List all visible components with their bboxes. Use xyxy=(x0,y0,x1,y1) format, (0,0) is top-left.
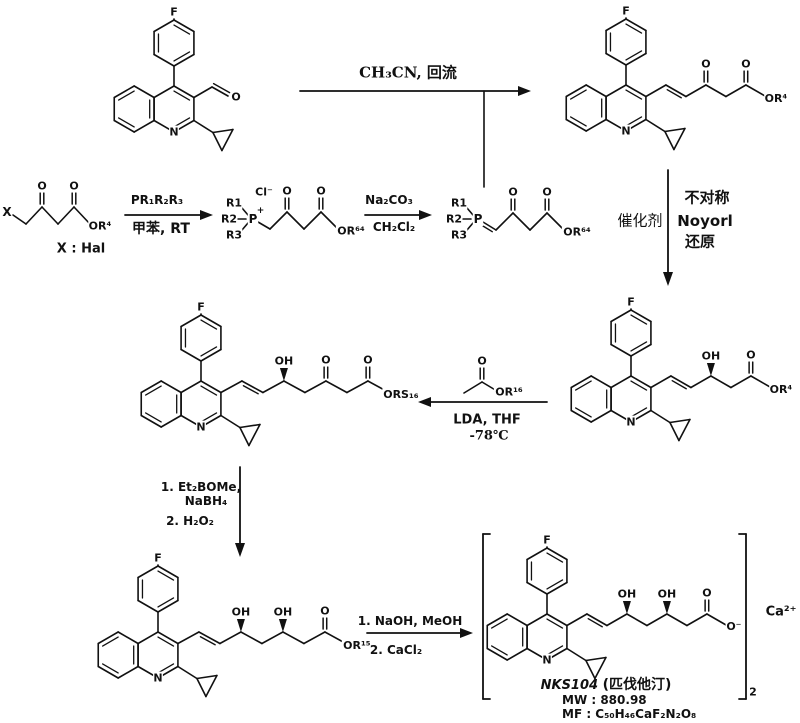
plus-charge-label: + xyxy=(257,206,265,216)
carbonyl-O-label: O xyxy=(701,58,710,71)
ring-N-label: N xyxy=(621,125,630,138)
product-mf: MF : C₅₀H₄₆CaF₂N₂O₈ xyxy=(562,707,697,721)
R1-label: R1 xyxy=(226,197,242,210)
reagent-reduction-line3: 2. H₂O₂ xyxy=(166,514,214,528)
carbonyl-O-label: O xyxy=(508,186,517,199)
carbonyl-O-label: O xyxy=(321,354,330,367)
ester-ORS16-label: ORS₁₆ xyxy=(383,388,419,401)
arrow-aldol-step xyxy=(418,397,548,407)
carbonyl-O-label: O xyxy=(363,354,372,367)
structure-acetate-ester: O OR¹⁶ xyxy=(463,355,525,399)
hydroxyl-label: OH xyxy=(275,355,294,368)
label-catalyst: 催化剂 xyxy=(617,211,663,230)
reagent-step2-above: PR₁R₂R₃ xyxy=(130,193,184,207)
phosphorus-label: P xyxy=(249,212,258,226)
ring-N-label: N xyxy=(169,126,178,139)
arrow-step2 xyxy=(124,210,213,220)
arrow-syn-reduction xyxy=(235,466,245,557)
structure-enone-ester: N F O O OR⁴ xyxy=(565,5,788,151)
carbonyl-O-label: O xyxy=(746,349,755,362)
reagent-aldol-line2: -78℃ xyxy=(469,428,509,444)
reagent-saponify-below: 2. CaCl₂ xyxy=(369,643,423,657)
label-noyori-line1: 不对称 xyxy=(684,188,730,207)
product-name-cn: (匹伐他汀) xyxy=(602,677,672,693)
fluorine-label: F xyxy=(627,296,635,309)
structure-halo-ketoester: O O X OR⁴ xyxy=(1,180,112,233)
halide-X-label: X xyxy=(2,205,12,219)
R3-label: R3 xyxy=(451,229,467,242)
reagent-reduction-line2: NaBH₄ xyxy=(184,494,228,508)
reagent-aldol-line1: LDA, THF xyxy=(453,412,521,428)
fluorine-label: F xyxy=(170,6,178,19)
hydroxyl-label: OH xyxy=(618,588,637,601)
fluorine-label: F xyxy=(543,534,551,547)
hydroxyl-label: OH xyxy=(658,588,677,601)
arrow-step1 xyxy=(299,86,531,188)
structure-hydroxy-keto-ester: N F OH O O ORS₁₆ xyxy=(140,301,420,447)
structure-diol-ester: N F OH OH O OR¹⁵ xyxy=(97,552,373,698)
R1-label: R1 xyxy=(451,197,467,210)
bracket-subscript: 2 xyxy=(749,685,757,699)
carboxylate-O-label: O⁻ xyxy=(726,620,741,633)
label-x-hal: X : Hal xyxy=(56,241,106,257)
R2-label: R2 xyxy=(221,213,237,226)
ester-OR64-label: OR⁶⁴ xyxy=(337,225,365,238)
ester-OR4-label: OR⁴ xyxy=(770,383,793,396)
carbonyl-O-label: O xyxy=(702,587,711,600)
fluorine-label: F xyxy=(197,301,205,314)
reagent-reduction-line1: 1. Et₂BOMe, xyxy=(160,480,242,494)
structure-pitavastatin-anion: N F OH OH O O⁻ xyxy=(486,534,743,680)
fluorine-label: F xyxy=(154,552,162,565)
carbonyl-O-label: O xyxy=(69,180,78,193)
aldehyde-O-label: O xyxy=(231,91,240,104)
product-counter-ion: Ca²⁺ xyxy=(765,604,797,620)
salt-brackets xyxy=(482,533,747,700)
structure-quinoline-aldehyde: N F O xyxy=(113,6,241,152)
product-code: NKS104 xyxy=(540,678,599,693)
fluorine-label: F xyxy=(622,5,630,18)
arrow-step3 xyxy=(364,210,432,220)
hydroxyl-label: OH xyxy=(702,350,721,363)
ester-OR16-label: OR¹⁶ xyxy=(495,386,523,399)
ring-N-label: N xyxy=(626,416,635,429)
hydroxyl-label: OH xyxy=(274,606,293,619)
structure-hydroxy-ester: N F OH O OR⁴ xyxy=(570,296,793,442)
product-name-line: NKS104 (匹伐他汀) xyxy=(541,674,672,694)
label-noyori-line2: Noyorl xyxy=(677,212,733,230)
reagent-step3-below: CH₂Cl₂ xyxy=(372,220,416,234)
R3-label: R3 xyxy=(226,229,242,242)
chloride-label: Cl⁻ xyxy=(255,186,273,199)
ring-N-label: N xyxy=(196,421,205,434)
phosphorus-label: P xyxy=(474,212,483,226)
carbonyl-O-label: O xyxy=(320,605,329,618)
carbonyl-O-label: O xyxy=(282,185,291,198)
product-mw: MW : 880.98 xyxy=(562,693,647,707)
ring-N-label: N xyxy=(153,672,162,685)
R2-label: R2 xyxy=(446,213,462,226)
ester-OR15-label: OR¹⁵ xyxy=(343,639,371,652)
hydroxyl-label: OH xyxy=(232,606,251,619)
carbonyl-O-label: O xyxy=(316,185,325,198)
carbonyl-O-label: O xyxy=(37,180,46,193)
label-noyori-line3: 还原 xyxy=(684,232,716,251)
ester-OR4-label: OR⁴ xyxy=(89,220,112,233)
ester-OR4-label: OR⁴ xyxy=(765,92,788,105)
reagent-saponify-above: 1. NaOH, MeOH xyxy=(357,614,463,628)
arrow-noyori-reduction xyxy=(663,169,673,286)
reagent-step2-below: 甲苯, RT xyxy=(132,221,190,237)
reagent-step3-above: Na₂CO₃ xyxy=(365,193,413,207)
arrow-saponification xyxy=(366,628,473,638)
ester-OR64-label: OR⁶⁴ xyxy=(563,226,591,239)
ring-N-label: N xyxy=(542,654,551,667)
carbonyl-O-label: O xyxy=(542,186,551,199)
reagent-step1: CH₃CN, 回流 xyxy=(359,63,457,82)
carbonyl-O-label: O xyxy=(741,58,750,71)
structure-phosphorane-ylide: O O P R1R2R3 OR⁶⁴ xyxy=(445,186,593,242)
structure-phosphonium-salt: O O P+ R1R2R3 Cl⁻ OR⁶⁴ xyxy=(220,185,367,242)
carbonyl-O-label: O xyxy=(477,355,486,368)
